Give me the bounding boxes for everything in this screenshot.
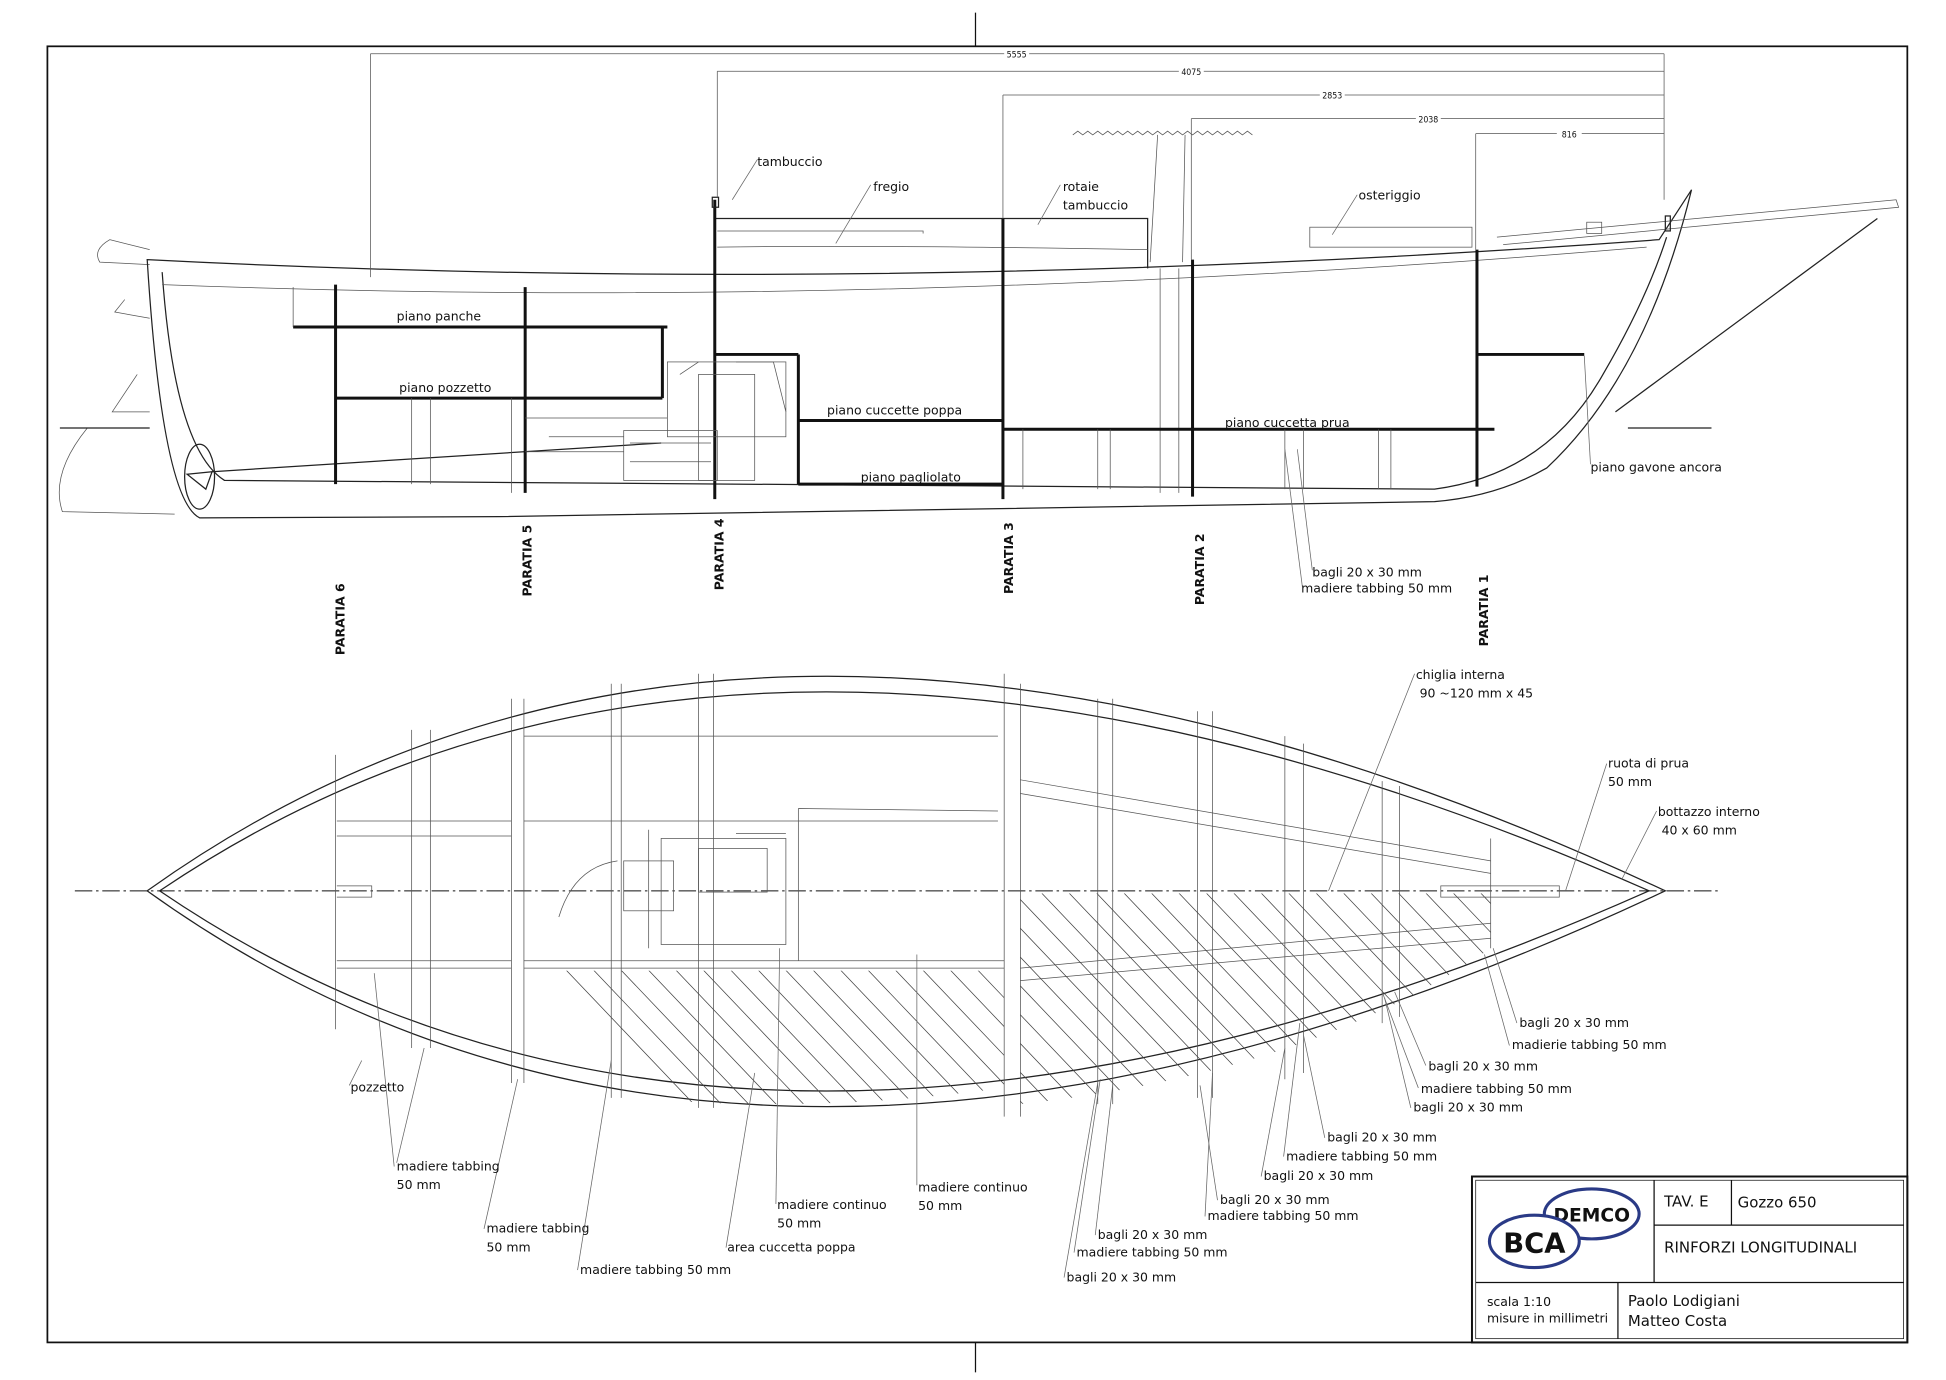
author-2: Matteo Costa	[1628, 1312, 1727, 1330]
profile-label: tambuccio	[1063, 198, 1128, 213]
plan-label: bagli 20 x 30 mm	[1264, 1168, 1374, 1183]
bulkhead-label: PARATIA 4	[712, 518, 727, 590]
bulkhead-label: PARATIA 2	[1192, 533, 1207, 605]
engine-profile	[548, 361, 787, 481]
logo-bca: BCA	[1503, 1229, 1566, 1260]
plan-label: madiere tabbing	[487, 1221, 590, 1236]
plan-label: bagli 20 x 30 mm	[1327, 1130, 1437, 1145]
dimension-value: 4075	[1181, 68, 1201, 78]
drawing-border	[46, 45, 1909, 1344]
hatch-areas	[523, 893, 1491, 1105]
profile-label: piano cuccette poppa	[827, 402, 962, 417]
plan-label: madierie tabbing 50 mm	[1512, 1037, 1667, 1052]
plan-view	[74, 673, 1722, 1117]
leader-lines	[348, 159, 1657, 1278]
logo-demco: DEMCO	[1553, 1205, 1630, 1226]
profile-label: bagli 20 x 30 mm	[1312, 564, 1422, 579]
plan-label: chiglia interna	[1416, 667, 1505, 682]
dimension-value: 2038	[1418, 115, 1438, 125]
profile-view: 5555 4075 2853 2038 816	[59, 50, 1900, 519]
drawing-subject: RINFORZI LONGITUDINALI	[1664, 1239, 1857, 1257]
plan-label: bagli 20 x 30 mm	[1220, 1192, 1330, 1207]
plan-label: 50 mm	[918, 1198, 962, 1213]
profile-label: piano pagliolato	[861, 470, 961, 485]
profile-label: madiere tabbing 50 mm	[1301, 581, 1452, 596]
plan-label: bagli 20 x 30 mm	[1519, 1015, 1629, 1030]
units: misure in millimetri	[1487, 1310, 1608, 1325]
plan-label: madiere tabbing 50 mm	[1208, 1208, 1359, 1223]
profile-label: piano gavone ancora	[1590, 460, 1721, 475]
plan-label: 40 x 60 mm	[1662, 823, 1737, 838]
plan-label: area cuccetta poppa	[727, 1239, 855, 1254]
profile-label: piano pozzetto	[399, 380, 491, 395]
plan-label: bagli 20 x 30 mm	[1098, 1227, 1208, 1242]
bulkhead-label: PARATIA 3	[1001, 522, 1016, 594]
title-block: DEMCO BCA TAV. E Gozzo 650 RINFORZI LONG…	[1470, 1175, 1909, 1344]
scale: scala 1:10	[1487, 1294, 1551, 1309]
dimension-value: 2853	[1322, 92, 1342, 102]
bulkhead-label: PARATIA 5	[519, 525, 534, 597]
plan-label: ruota di prua	[1608, 755, 1689, 770]
plan-label: madiere tabbing 50 mm	[1421, 1081, 1572, 1096]
profile-label: rotaie	[1063, 179, 1099, 194]
plan-label: madiere tabbing 50 mm	[1077, 1244, 1228, 1259]
profile-label: osteriggio	[1358, 188, 1420, 203]
bca-demco-logo: DEMCO BCA	[1487, 1187, 1641, 1270]
author-1: Paolo Lodigiani	[1628, 1292, 1740, 1310]
plan-label: madiere continuo	[777, 1197, 886, 1212]
profile-label: piano panche	[397, 309, 481, 324]
plan-label: bagli 20 x 30 mm	[1067, 1269, 1177, 1284]
plan-label: 50 mm	[1608, 774, 1652, 789]
plan-label: bottazzo interno	[1658, 804, 1760, 819]
dimension-value: 816	[1562, 130, 1577, 140]
plan-label: bagli 20 x 30 mm	[1413, 1100, 1523, 1115]
plan-label: pozzetto	[351, 1080, 405, 1095]
plan-label: 90 ~120 mm x 45	[1420, 685, 1534, 700]
profile-label: piano cuccetta prua	[1225, 415, 1350, 430]
plan-label: madiere continuo	[918, 1179, 1028, 1194]
profile-label: fregio	[873, 179, 909, 194]
project-name: Gozzo 650	[1738, 1194, 1817, 1212]
sheet-number: TAV. E	[1663, 1192, 1709, 1210]
engine-plan	[558, 829, 787, 949]
plan-label: madiere tabbing	[397, 1158, 500, 1173]
profile-label: tambuccio	[757, 154, 822, 169]
plan-label: 50 mm	[777, 1216, 821, 1231]
bulkhead-label: PARATIA 1	[1476, 575, 1491, 647]
plan-label: 50 mm	[397, 1177, 441, 1192]
plan-label: bagli 20 x 30 mm	[1428, 1058, 1538, 1073]
dimension-value: 5555	[1007, 51, 1027, 61]
plan-label: 50 mm	[487, 1239, 531, 1254]
bulkhead-label: PARATIA 6	[332, 583, 347, 655]
plan-label: madiere tabbing 50 mm	[580, 1262, 731, 1277]
plan-label: madiere tabbing 50 mm	[1286, 1148, 1437, 1163]
dimension-lines	[370, 53, 1665, 278]
